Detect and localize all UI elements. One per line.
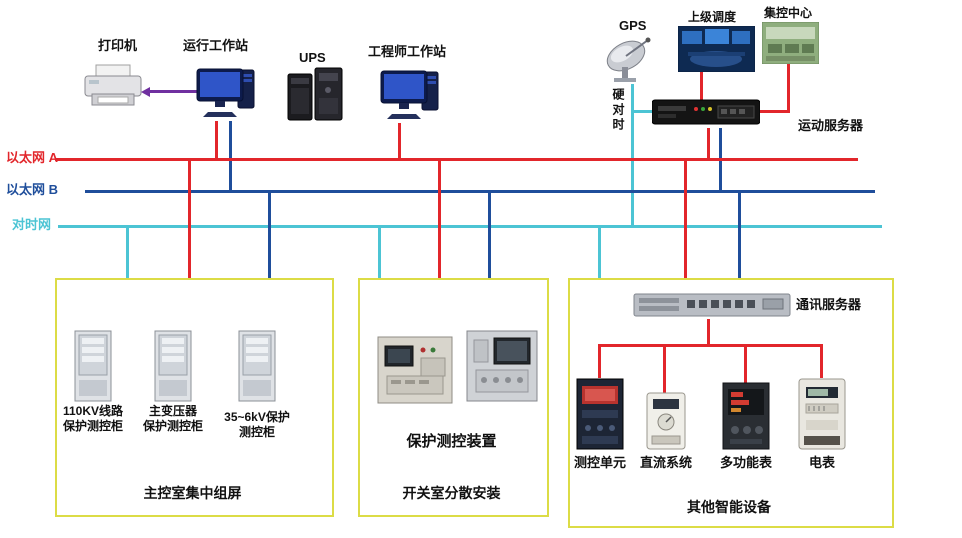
upper-dispatch-photo (677, 25, 756, 77)
energy-meter-icon (798, 378, 846, 455)
ethernet-b-bus (85, 190, 875, 193)
printer-link-arrow (141, 87, 150, 97)
printer-label: 打印机 (98, 38, 138, 53)
protection-device-label: 保护测控装置 (406, 433, 497, 450)
energy-meter-link (820, 346, 823, 378)
multifunction-link (744, 346, 747, 383)
ethernet-b-label: 以太网 B (6, 182, 59, 197)
cabinet-35-6kv-icon (238, 330, 276, 407)
operator-ws-ethernet-b-link (229, 121, 232, 192)
gps-server-link (633, 110, 653, 113)
cabinet-110kv-label: 110KV线路 保护测控柜 (62, 404, 124, 433)
box3-ethernet-a-link (684, 161, 687, 293)
ethernet-a-bus (55, 158, 858, 161)
dc-system-label: 直流系统 (639, 455, 692, 470)
ups-label: UPS (299, 50, 326, 65)
measure-unit-link (598, 346, 601, 378)
server-ethernet-a-link (707, 128, 710, 161)
main-control-room-title: 主控室集中组屏 (143, 485, 242, 501)
box3-ethernet-b-link (738, 193, 741, 278)
upper-dispatch-label: 上级调度 (688, 10, 737, 24)
dc-system-icon (646, 392, 686, 455)
engineer-ws-ethernet-a-link (398, 123, 401, 161)
printer-icon (82, 64, 144, 113)
cabinet-transformer-label: 主变压器 保护测控柜 (142, 404, 203, 433)
dc-system-link (663, 346, 666, 393)
operator-ws-ethernet-a-link (215, 121, 218, 161)
protection-device-icon-1 (377, 336, 453, 409)
central-control-server-link-v (787, 64, 790, 112)
box1-ethernet-a-link (188, 161, 191, 278)
central-control-label: 集控中心 (764, 6, 813, 20)
gps-label: GPS (619, 18, 647, 33)
other-devices-title: 其他智能设备 (687, 499, 771, 515)
box1-time-net-link (126, 228, 129, 278)
upper-dispatch-server-link (700, 72, 703, 100)
central-control-server-link-h (758, 110, 790, 113)
printer-workstation-link (148, 90, 198, 93)
comm-server-icon (633, 291, 791, 324)
gps-dish-icon (602, 34, 656, 89)
time-net-label: 对时网 (12, 217, 52, 232)
box1-ethernet-b-link (268, 193, 271, 278)
measure-unit-label: 测控单元 (573, 455, 626, 470)
multifunction-meter-label: 多功能表 (719, 455, 772, 470)
ups-icon (286, 66, 344, 127)
ethernet-a-label: 以太网 A (6, 150, 59, 165)
telecontrol-server-icon (651, 96, 761, 133)
switch-room-title: 开关室分散安装 (402, 485, 501, 501)
cabinet-transformer-icon (154, 330, 192, 407)
measure-unit-icon (576, 378, 624, 455)
engineer-workstation-icon (380, 70, 440, 127)
device-bus-link (598, 344, 823, 347)
multifunction-meter-icon (722, 382, 770, 455)
gps-time-net-link (631, 84, 634, 227)
box3-time-net-link (598, 228, 601, 278)
engineer-workstation-label: 工程师工作站 (368, 44, 447, 59)
comm-server-drop-link (707, 319, 710, 346)
hard-time-label: 硬对时 (611, 88, 625, 133)
protection-device-icon-2 (466, 330, 538, 407)
box2-ethernet-a-link (438, 161, 441, 278)
comm-server-label: 通讯服务器 (796, 297, 862, 312)
operator-workstation-label: 运行工作站 (183, 38, 249, 53)
cabinet-110kv-icon (74, 330, 112, 407)
central-control-photo (761, 21, 820, 69)
cabinet-35-6kv-label: 35~6kV保护 测控柜 (224, 410, 290, 439)
energy-meter-label: 电表 (808, 455, 835, 470)
telecontrol-server-label: 运动服务器 (798, 118, 864, 133)
box2-time-net-link (378, 228, 381, 278)
box2-ethernet-b-link (488, 193, 491, 278)
operator-workstation-icon (196, 68, 256, 125)
time-net-bus (58, 225, 882, 228)
